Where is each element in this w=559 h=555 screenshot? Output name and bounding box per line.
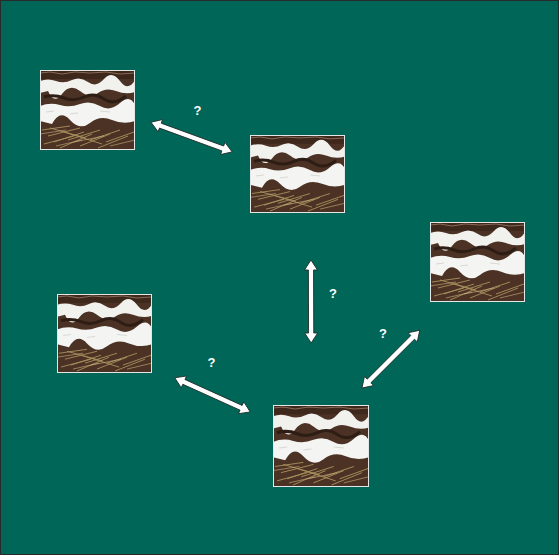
snow-photo (40, 70, 135, 150)
edge-label: ? (329, 287, 337, 300)
edge-label: ? (379, 327, 387, 340)
photo-box (40, 70, 135, 150)
edge-label: ? (194, 104, 202, 117)
snow-photo (273, 405, 369, 487)
double-arrow (304, 260, 317, 343)
snow-photo (430, 222, 525, 302)
double-arrow (175, 376, 250, 414)
photo-box (57, 294, 152, 373)
photo-box (250, 135, 345, 213)
snow-photo (250, 135, 345, 213)
snow-photo (57, 294, 152, 373)
photo-box (430, 222, 525, 302)
photo-box (273, 405, 369, 487)
edge-label: ? (208, 356, 216, 369)
double-arrow (362, 330, 420, 388)
double-arrow (151, 120, 232, 155)
